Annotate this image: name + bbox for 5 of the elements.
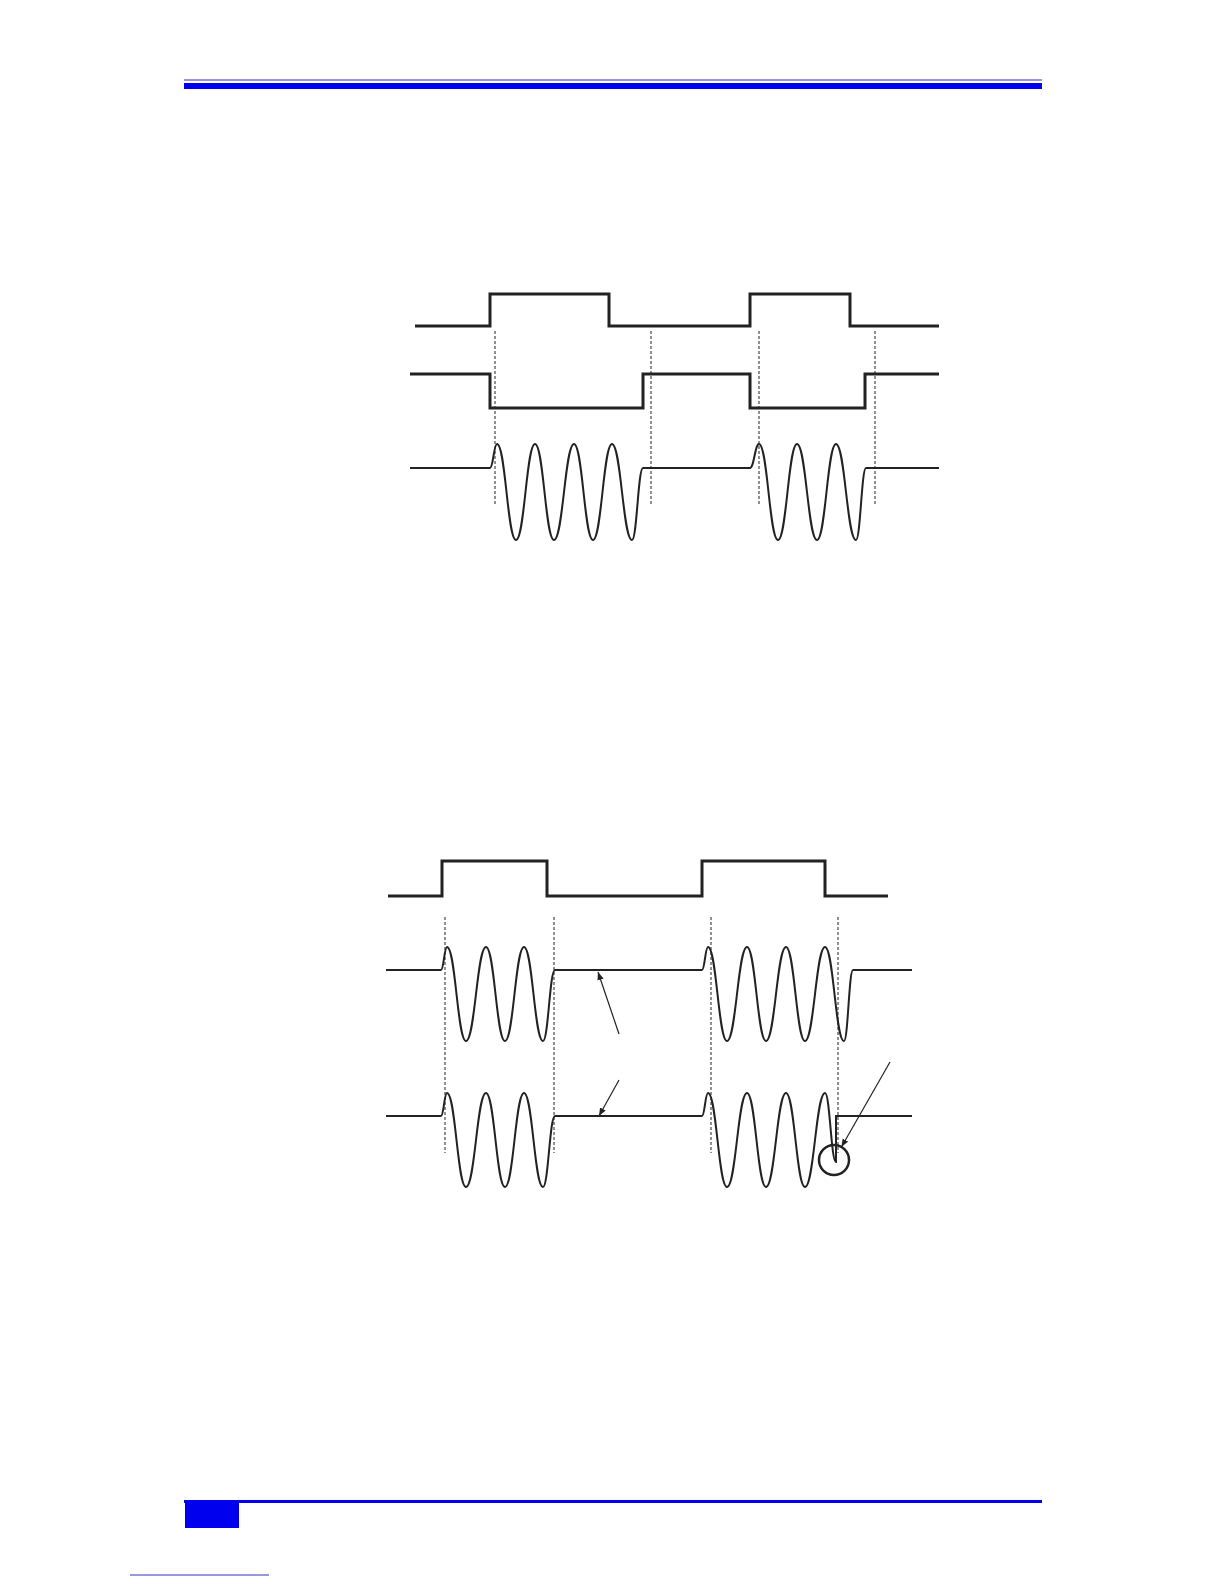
- signal-waveform: [385, 1092, 913, 1188]
- leader-line: [840, 1061, 891, 1148]
- signal-waveform: [385, 946, 913, 1042]
- leader-line: [597, 971, 620, 1035]
- leader-line: [598, 1079, 620, 1117]
